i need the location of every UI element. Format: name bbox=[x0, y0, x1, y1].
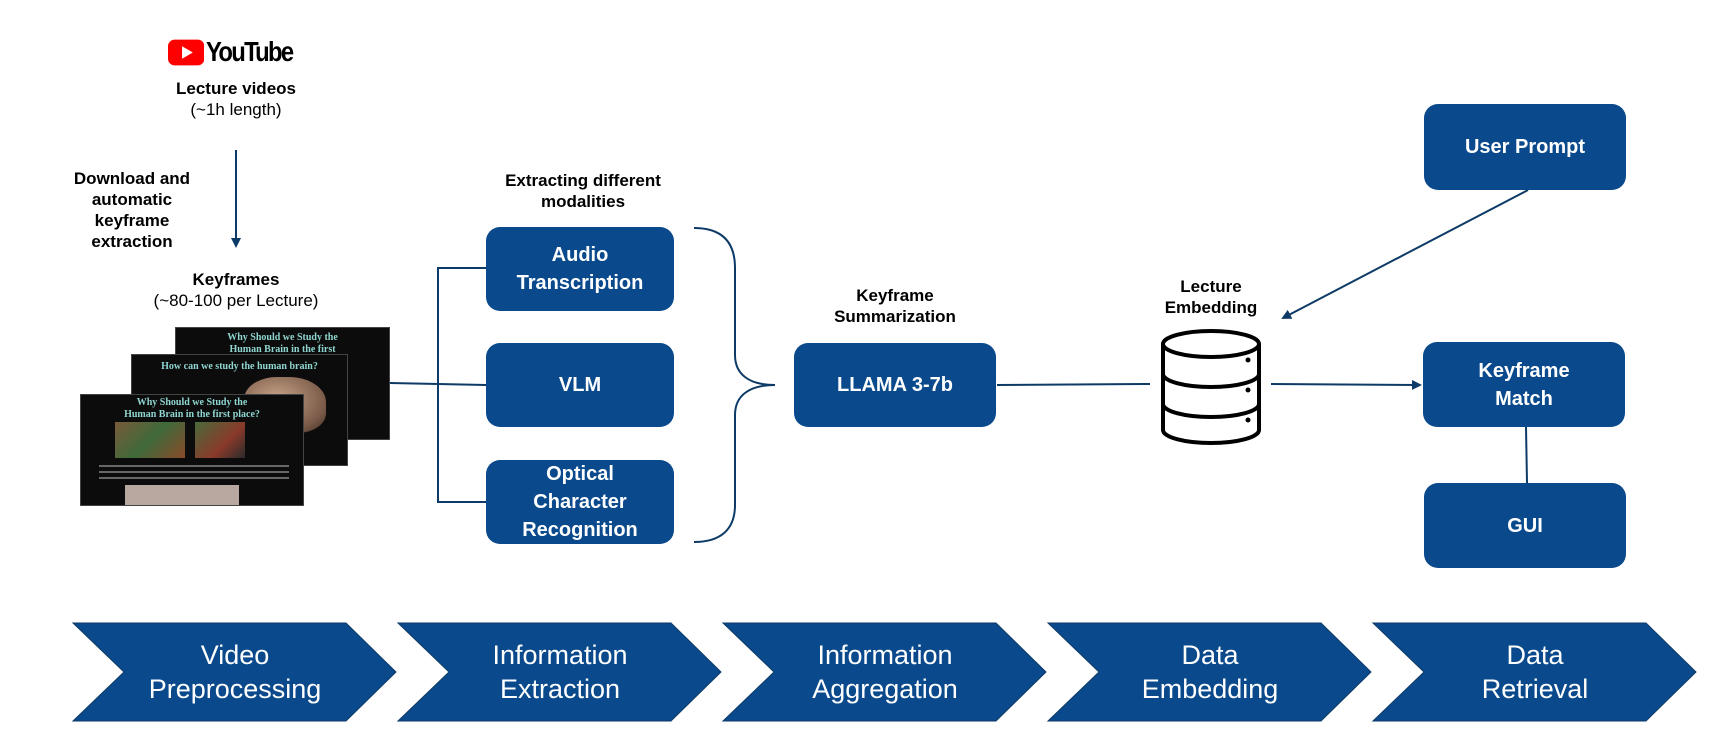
extraction-heading: Extracting different modalities bbox=[468, 170, 698, 212]
stage-chevron-4 bbox=[1046, 622, 1372, 722]
keyframe-match-line2: Match bbox=[1495, 387, 1553, 410]
keyframes-subtitle: (~80-100 per Lecture) bbox=[153, 291, 319, 310]
source-title: Lecture videos bbox=[176, 79, 296, 98]
user-prompt-label: User Prompt bbox=[1464, 136, 1586, 158]
stage-chevron-1 bbox=[71, 622, 397, 722]
stage-label-2-line1: Information bbox=[492, 640, 628, 670]
download-caption-line1: Download and bbox=[73, 169, 191, 188]
stage-chevron-5 bbox=[1371, 622, 1697, 722]
match-to-gui-line bbox=[1525, 426, 1528, 484]
keyframes-caption: Keyframes (~80-100 per Lecture) bbox=[136, 269, 336, 311]
gui-box: GUI bbox=[1424, 483, 1626, 568]
stage-chevron-3 bbox=[721, 622, 1047, 722]
stage-label-3: Information Aggregation bbox=[760, 638, 1010, 706]
llama-box: LLAMA 3-7b bbox=[794, 343, 996, 427]
prompt-to-db-arrow bbox=[1281, 189, 1529, 319]
youtube-wordmark: YouTube bbox=[206, 36, 294, 67]
youtube-logo: YouTube bbox=[168, 36, 308, 68]
embedding-heading-line1: Lecture bbox=[1180, 277, 1242, 296]
summarization-heading-line1: Keyframe bbox=[856, 286, 934, 305]
slide-highlight-block bbox=[125, 485, 239, 505]
vlm-box: VLM bbox=[486, 343, 674, 427]
summarization-heading-line2: Summarization bbox=[834, 307, 956, 326]
stage-label-3-line1: Information bbox=[817, 640, 953, 670]
audio-transcription-line2: Transcription bbox=[516, 272, 644, 294]
stage-label-5-line2: Retrieval bbox=[1481, 674, 1589, 704]
download-caption-line4: extraction bbox=[91, 232, 173, 251]
source-subtitle: (~1h length) bbox=[190, 100, 282, 119]
database-icon bbox=[1161, 329, 1261, 445]
audio-transcription-box: Audio Transcription bbox=[486, 227, 674, 311]
llama-to-db-line bbox=[996, 383, 1151, 386]
audio-transcription-line1: Audio bbox=[551, 244, 609, 266]
extraction-heading-line1: Extracting different bbox=[505, 171, 661, 190]
curly-brace bbox=[693, 227, 776, 543]
download-caption: Download and automatic keyframe extracti… bbox=[52, 168, 212, 252]
keyframe-slide-front: Why Should we Study the Human Brain in t… bbox=[80, 394, 304, 506]
stage-label-4-line2: Embedding bbox=[1141, 674, 1279, 704]
keyframe-match-box: Keyframe Match bbox=[1423, 342, 1625, 427]
gui-label: GUI bbox=[1507, 514, 1543, 537]
youtube-play-icon bbox=[168, 39, 205, 65]
stage-label-1: Video Preprocessing bbox=[110, 638, 360, 706]
slide-photo-right bbox=[195, 422, 245, 458]
stage-label-5: Data Retrieval bbox=[1410, 638, 1660, 706]
keyframe-slide-front-title: Why Should we Study the Human Brain in t… bbox=[124, 397, 260, 420]
ocr-line1: Optical bbox=[546, 463, 614, 485]
stage-label-2-line2: Extraction bbox=[499, 674, 621, 704]
stage-chevron-2 bbox=[396, 622, 722, 722]
summarization-heading: Keyframe Summarization bbox=[795, 285, 995, 327]
embedding-heading: Lecture Embedding bbox=[1131, 276, 1291, 318]
ocr-line2: Character bbox=[533, 491, 627, 513]
keyframes-title: Keyframes bbox=[192, 270, 280, 289]
stage-label-1-line1: Video bbox=[200, 640, 270, 670]
llama-label: LLAMA 3-7b bbox=[837, 374, 953, 396]
extraction-heading-line2: modalities bbox=[540, 192, 626, 211]
keyframe-match-line1: Keyframe bbox=[1478, 359, 1570, 382]
stage-label-5-line1: Data bbox=[1506, 640, 1564, 670]
embedding-heading-line2: Embedding bbox=[1164, 298, 1258, 317]
stage-label-4-line1: Data bbox=[1181, 640, 1239, 670]
download-caption-line3: keyframe bbox=[94, 211, 170, 230]
stage-label-1-line2: Preprocessing bbox=[148, 674, 322, 704]
slide-text-lines bbox=[99, 465, 289, 467]
ocr-box: Optical Character Recognition bbox=[486, 460, 674, 544]
stage-label-2: Information Extraction bbox=[435, 638, 685, 706]
source-caption: Lecture videos (~1h length) bbox=[136, 78, 336, 120]
modality-bracket-line bbox=[437, 267, 486, 503]
stage-label-4: Data Embedding bbox=[1085, 638, 1335, 706]
db-to-match-arrow bbox=[1270, 379, 1422, 390]
ocr-line3: Recognition bbox=[522, 519, 638, 541]
slide-photo-left bbox=[115, 422, 185, 458]
download-caption-line2: automatic bbox=[91, 190, 173, 209]
user-prompt-box: User Prompt bbox=[1424, 104, 1626, 190]
keyframe-slide-middle-title: How can we study the human brain? bbox=[161, 361, 318, 372]
stage-label-3-line2: Aggregation bbox=[812, 674, 958, 704]
vlm-label: VLM bbox=[558, 374, 602, 396]
